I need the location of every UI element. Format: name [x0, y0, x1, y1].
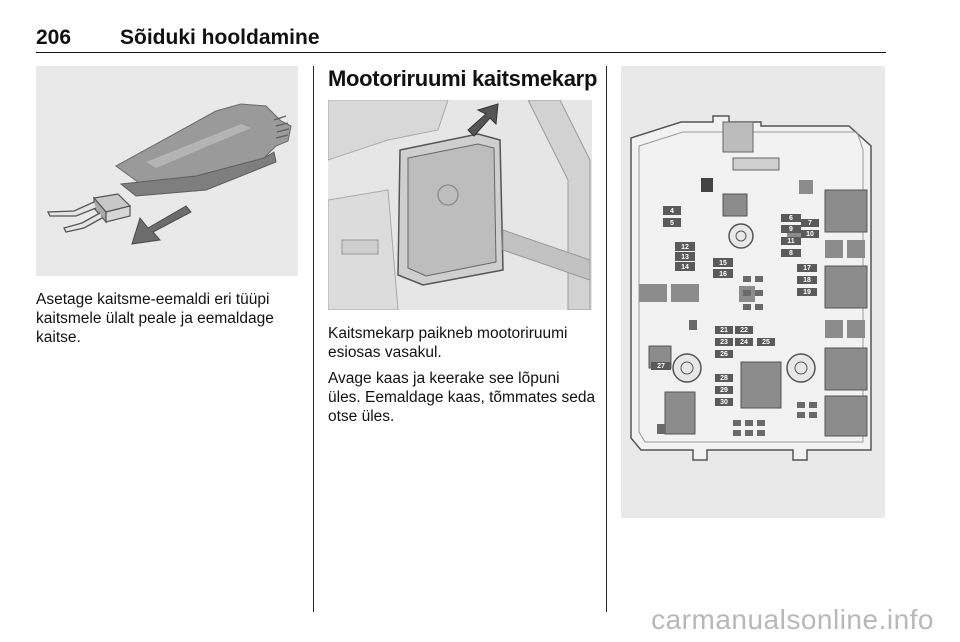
fuse-label-19: 19 [803, 289, 811, 296]
fuse-label-group-right: 6 9 11 7 10 8 17 18 19 [781, 214, 819, 296]
fuse-label-8: 8 [789, 250, 793, 257]
section-title: Mootoriruumi kaitsmekarp [328, 66, 598, 91]
fuse-label-21: 21 [720, 327, 728, 334]
fuse-label-15: 15 [719, 260, 727, 267]
fuse-label-13: 13 [681, 254, 689, 261]
fuse-label-11: 11 [787, 238, 795, 245]
fuse-label-9: 9 [789, 226, 793, 233]
fuse-label-7: 7 [808, 220, 812, 227]
fuse-label-4: 4 [670, 208, 674, 215]
column-divider-right [606, 66, 607, 612]
fuse-label-29: 29 [720, 387, 728, 394]
fuse-label-group-lower: 21 22 23 24 25 26 27 28 29 30 [651, 326, 775, 406]
watermark: carmanualsonline.info [651, 604, 934, 635]
column-divider-left [313, 66, 314, 612]
fuse-label-12a: 12 [681, 244, 689, 251]
fuse-label-group-center: 15 16 [713, 258, 733, 278]
fuse-box-diagram: 4 5 12 13 14 15 16 6 9 11 7 10 8 17 18 1… [621, 66, 885, 518]
fuse-label-24: 24 [740, 339, 748, 346]
fuse-label-28: 28 [720, 375, 728, 382]
engine-compartment-photo [328, 100, 592, 310]
fuse-label-6: 6 [789, 215, 793, 222]
page-number: 206 [36, 26, 72, 49]
fuse-label-group-left: 4 5 12 13 14 [663, 206, 695, 271]
fuse-label-22: 22 [740, 327, 748, 334]
fusebox-text: Kaitsmekarp paikneb mootoriruumi esiosas… [328, 324, 596, 433]
fuse-label-17: 17 [803, 265, 811, 272]
fuse-label-5: 5 [670, 220, 674, 227]
page-header: 206 Sõiduki hooldamine [36, 26, 886, 53]
fuse-label-10: 10 [806, 231, 814, 238]
paragraph-cover: Avage kaas ja keerake see lõpuni üles. E… [328, 370, 596, 425]
fuse-label-16: 16 [719, 271, 727, 278]
fuse-label-18: 18 [803, 277, 811, 284]
fuse-label-25: 25 [762, 339, 770, 346]
fuse-label-26: 26 [720, 351, 728, 358]
extractor-caption: Asetage kaitsme-eemaldi eri tüüpi kaitsm… [36, 291, 274, 346]
fuse-extractor-illustration [36, 66, 298, 276]
fuse-label-30: 30 [720, 399, 728, 406]
fuse-label-14: 14 [681, 264, 689, 271]
fuse-label-27: 27 [657, 363, 665, 370]
paragraph-location: Kaitsmekarp paikneb mootoriruumi esiosas… [328, 325, 568, 361]
chapter-title: Sõiduki hooldamine [120, 26, 320, 49]
fuse-label-23: 23 [720, 339, 728, 346]
